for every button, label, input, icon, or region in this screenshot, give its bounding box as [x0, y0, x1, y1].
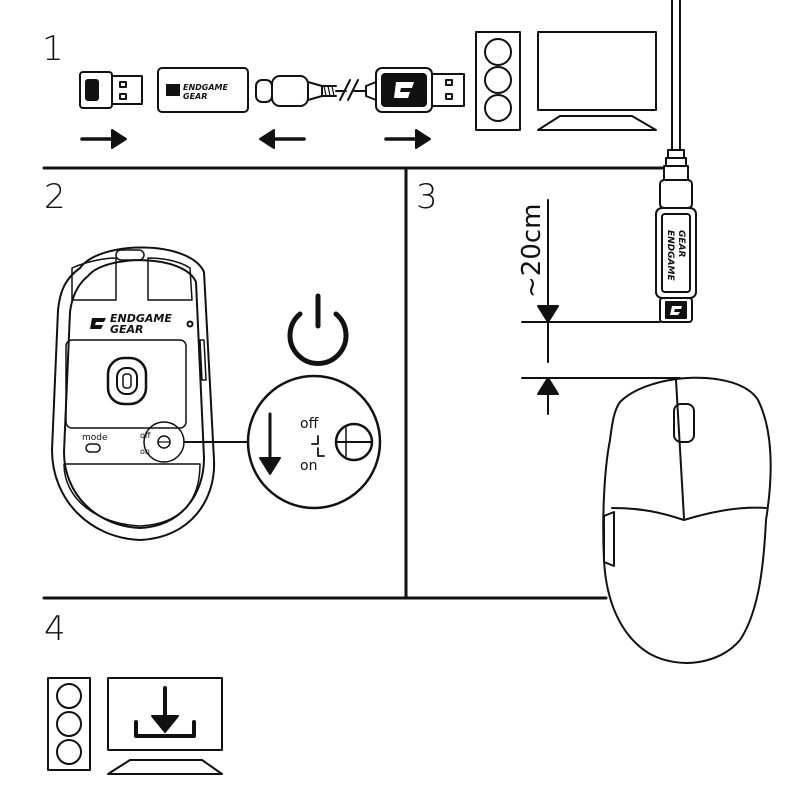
- brand-logo-icon: [394, 82, 414, 98]
- mode-label: mode: [82, 433, 108, 443]
- download-icon: [134, 686, 196, 738]
- vertical-brand-line1: ENDGAME: [665, 230, 675, 281]
- mode-button: [85, 443, 101, 453]
- arrow-right-icon: [80, 129, 127, 149]
- panel-dividers: [42, 166, 664, 600]
- mini-switch-on-label: on: [140, 447, 150, 456]
- switch-off-label: off: [300, 416, 319, 432]
- mouse-brand-line2: GEAR: [110, 323, 144, 336]
- monitor-icon: [537, 31, 657, 131]
- usb-c-cable: [255, 75, 377, 107]
- step-2-number: 2: [44, 177, 66, 217]
- brand-logo-icon: [670, 306, 682, 315]
- switch-on-label: on: [300, 458, 317, 474]
- usb-receiver: [79, 71, 143, 109]
- distance-measure: ~20cm: [517, 199, 681, 415]
- adapter-brand-line1: ENDGAME: [183, 83, 229, 92]
- arrow-right-icon: [384, 129, 431, 149]
- mouse-bottom-view: ENDGAME GEAR mode off on: [51, 246, 216, 541]
- distance-label: ~20cm: [517, 204, 547, 299]
- extender-adapter-vertical: ENDGAME GEAR: [655, 179, 697, 323]
- step-1-number: 1: [42, 29, 64, 69]
- brand-logo-icon: [90, 318, 106, 329]
- pc-tower-icon: [475, 31, 521, 131]
- power-switch-zoom: off on: [246, 374, 382, 510]
- step-4-number: 4: [44, 609, 66, 649]
- arrow-left-icon: [259, 129, 306, 149]
- usb-a-connector: [375, 67, 465, 113]
- power-icon: [287, 293, 349, 366]
- cable-from-pc: [663, 0, 689, 181]
- monitor-icon: [107, 677, 223, 775]
- brand-logo-icon: [166, 84, 180, 96]
- receiver-extender-adapter: ENDGAME GEAR: [157, 67, 249, 113]
- adapter-brand-line2: GEAR: [183, 92, 207, 101]
- step-3-number: 3: [416, 177, 438, 217]
- mouse-top-view: [602, 376, 772, 664]
- mouse-brand-line1: ENDGAME: [110, 312, 172, 325]
- vertical-brand-line2: GEAR: [676, 230, 686, 258]
- pc-tower-icon: [47, 677, 91, 771]
